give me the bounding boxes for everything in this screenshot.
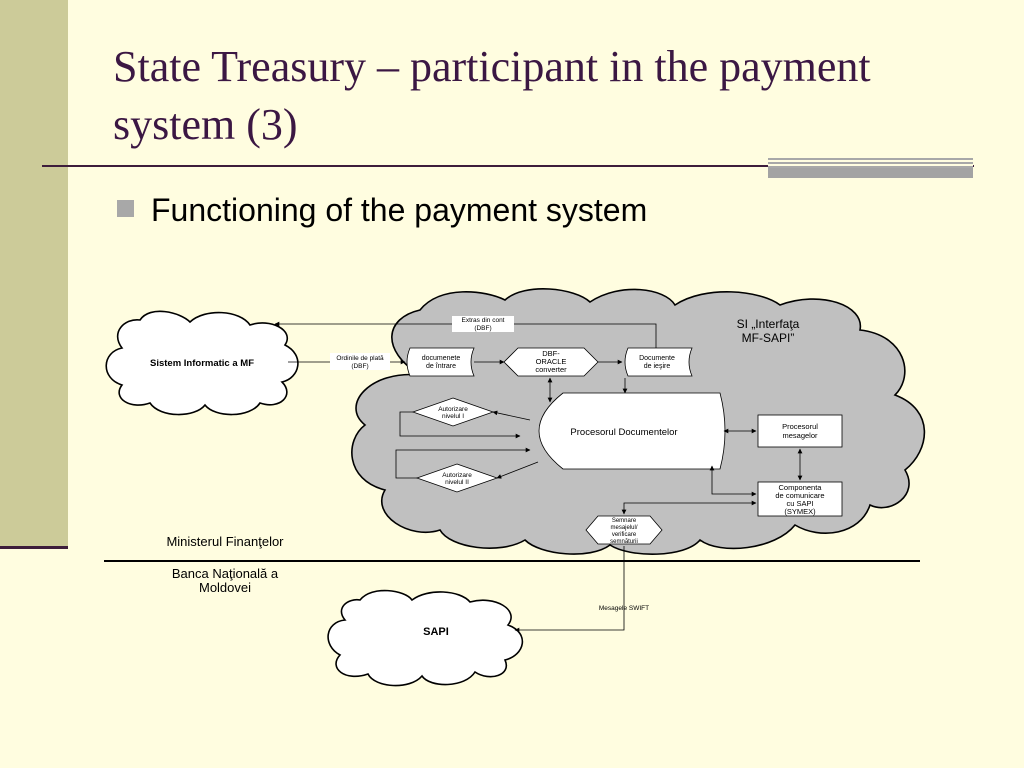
sapi-cloud: [327, 589, 524, 687]
procesorul-doc-label: Procesorul Documentelor: [570, 427, 677, 438]
mf-cloud: [105, 310, 299, 416]
ministerul-label: Ministerul Finanţelor: [166, 534, 284, 549]
auth2-shape: [415, 463, 499, 493]
proc-mes-line1: Procesorul: [782, 422, 818, 431]
auth1-line1: Autorizare: [438, 406, 468, 413]
bullet-marker: [117, 200, 134, 217]
semnare-line4: semnăturii: [610, 539, 638, 545]
doc-intrare-line1: documenete: [422, 355, 461, 362]
doc-intrare-line2: de întrare: [426, 363, 456, 370]
doc-intrare-shape: [406, 347, 475, 377]
extras-line: [274, 321, 657, 350]
auth2-line2: nivelul II: [445, 479, 469, 486]
sistem-mf-label: Sistem Informatic a MF: [150, 358, 254, 369]
doc-iesire-line2: de ieşire: [644, 363, 671, 370]
auth1-line2: nivelul I: [442, 413, 464, 420]
semnare-shape: [585, 515, 663, 545]
comp-line2: de comunicare: [775, 491, 824, 500]
semnare-line2: mesajelul/: [610, 525, 637, 531]
bullet-text: Functioning of the payment system: [151, 192, 648, 228]
semnare-line3: verificare: [612, 532, 637, 538]
title-accent-bar: [768, 158, 973, 178]
procesorul-doc-shape: [538, 392, 726, 470]
sidebar-decoration: [0, 0, 68, 548]
auth2-line1: Autorizare: [442, 472, 472, 479]
banca-label-line1: Banca Naţională a: [172, 566, 279, 581]
extras-label-line2: (DBF): [474, 325, 491, 332]
proc-mes-line2: mesagelor: [782, 431, 818, 440]
componenta-box: [757, 481, 843, 517]
interface-title-line1: SI „Interfaţa: [737, 317, 800, 331]
comp-line1: Componenta: [779, 483, 823, 492]
title-divider: [42, 165, 974, 167]
banca-label-line2: Moldovei: [199, 580, 251, 595]
swift-label: Mesagele SWIFT: [599, 605, 649, 612]
dbf-line2: ORACLE: [536, 357, 567, 366]
proc-mes-box: [757, 414, 843, 448]
semnare-line1: Semnare: [612, 518, 637, 524]
extras-label-line1: Extras din cont: [462, 317, 505, 324]
slide-title: State Treasury – participant in the paym…: [113, 42, 871, 149]
auth1-shape: [411, 397, 495, 427]
dbf-converter-shape: [503, 347, 599, 377]
doc-iesire-line1: Documente: [639, 355, 675, 362]
comp-line3: cu SAPI: [786, 499, 813, 508]
doc-iesire-shape: [624, 347, 693, 377]
swift-line: [514, 546, 625, 633]
interface-title-line2: MF-SAPI”: [742, 331, 795, 345]
sapi-label: SAPI: [423, 626, 449, 638]
ordinile-label-line1: Ordinile de plată: [336, 355, 384, 362]
dbf-line3: converter: [535, 365, 567, 374]
sidebar-underline: [0, 546, 68, 549]
ordinile-label-line2: (DBF): [351, 363, 368, 370]
comp-line4: (SYMEX): [784, 507, 816, 516]
dbf-line1: DBF-: [542, 349, 560, 358]
